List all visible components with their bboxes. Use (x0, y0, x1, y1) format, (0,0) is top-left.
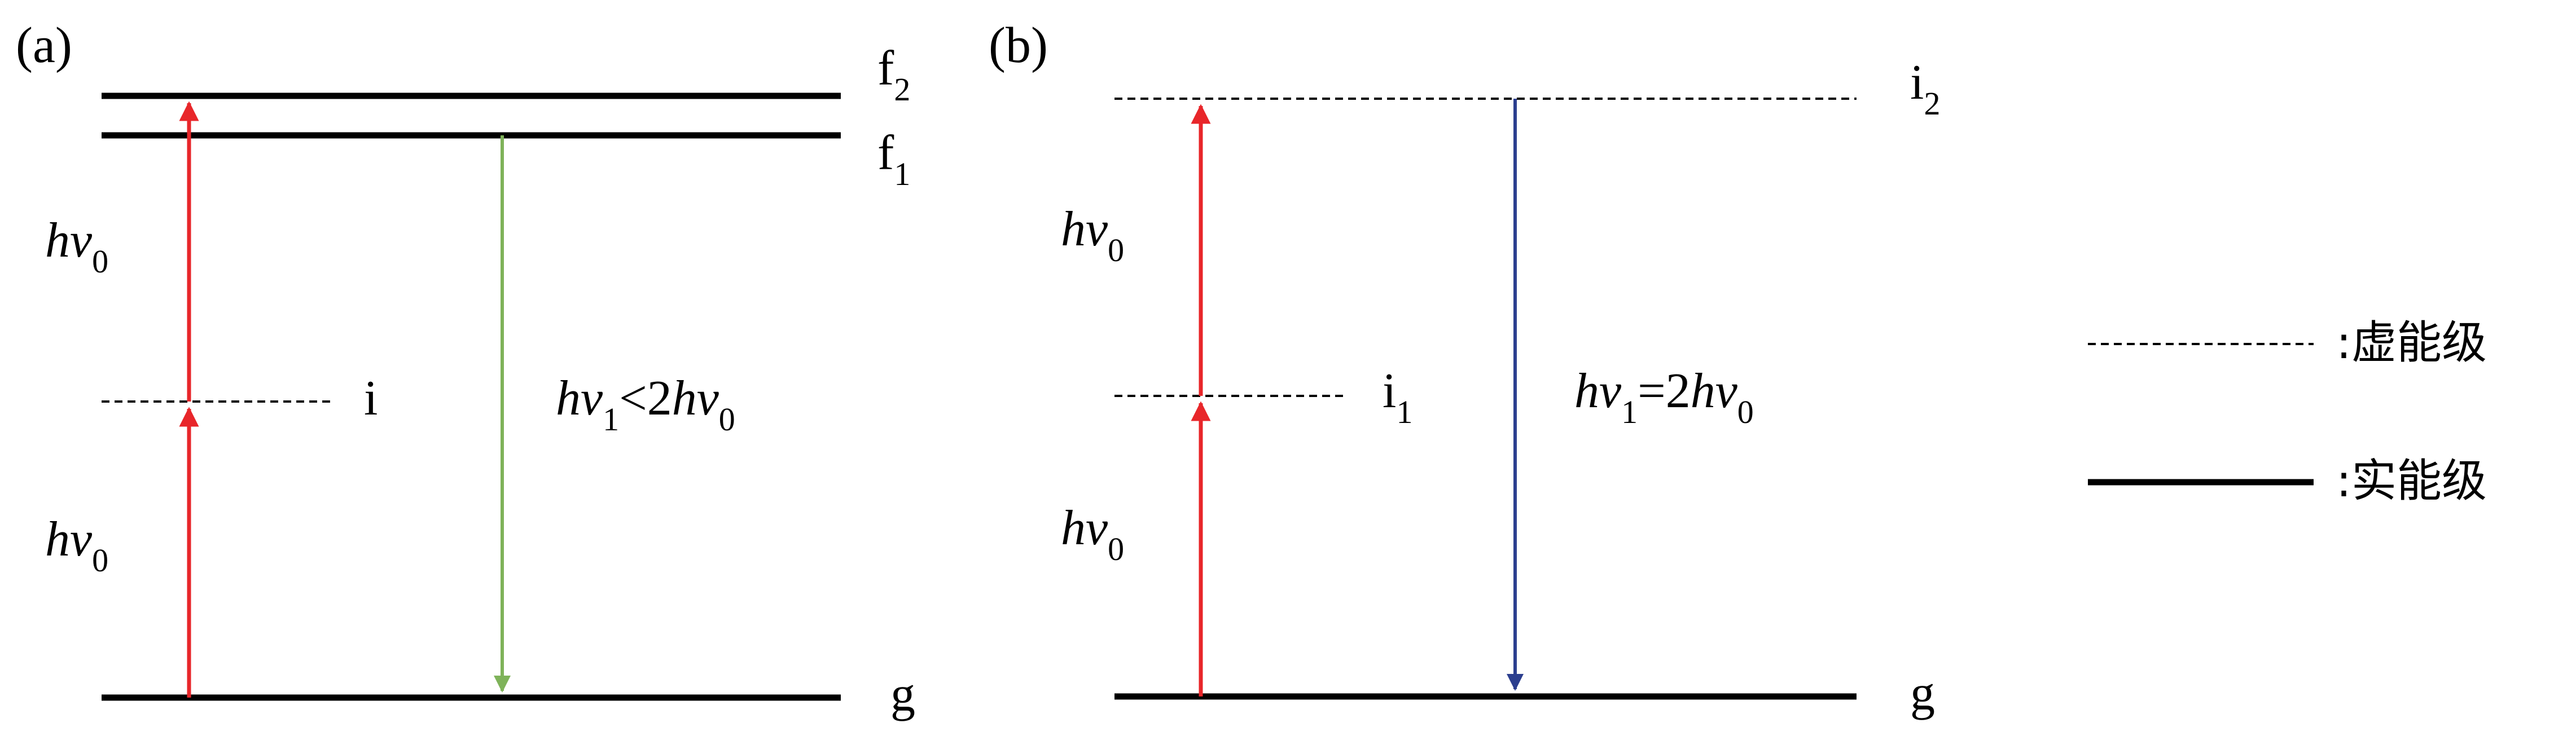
level-g-label-b: g (1910, 666, 1935, 721)
legend: :虚能级 :实能级 (2088, 316, 2487, 507)
panel-a-label: (a) (16, 17, 72, 73)
pump-upper-label: hv0 (45, 213, 108, 280)
emission-relation-label-b: hv1=2hv0 (1574, 364, 1754, 430)
legend-real-label: :实能级 (2336, 455, 2487, 507)
level-g-label: g (890, 667, 915, 722)
panel-b-label: (b) (989, 17, 1048, 73)
pump-upper-label-b: hv0 (1061, 202, 1124, 268)
level-i-label: i (364, 371, 378, 426)
pump-lower-label: hv0 (45, 512, 108, 579)
level-f2-label: f2 (877, 41, 910, 108)
level-i1-label: i1 (1383, 364, 1412, 430)
level-i2-label: i2 (1910, 55, 1940, 122)
emission-relation-label: hv1<2hv0 (556, 371, 735, 438)
pump-lower-label-b: hv0 (1061, 501, 1124, 567)
panel-b: (b) i2 i1 g hv0 hv0 hv1=2hv0 (989, 17, 1940, 721)
level-f1-label: f1 (877, 126, 910, 192)
panel-a: (a) f2 f1 i g hv0 hv0 hv1<2hv0 (16, 17, 915, 722)
legend-virtual-label: :虚能级 (2336, 316, 2487, 369)
